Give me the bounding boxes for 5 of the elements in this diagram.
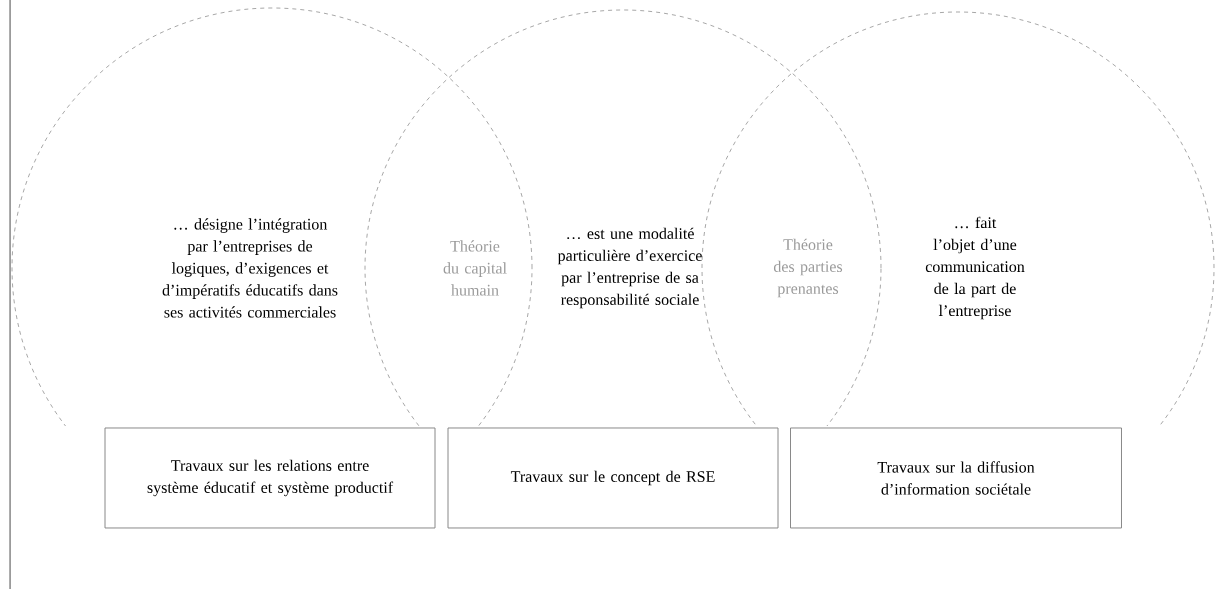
theory-label: Théorie des parties prenantes: [773, 238, 843, 298]
theory-label: Théorie du capital humain: [443, 240, 507, 296]
text-box: Travaux sur les relations entre système éducatif et système productif: [104, 427, 436, 529]
text-box: Travaux sur le concept de RSE: [447, 427, 779, 529]
text-box: Travaux sur la diffusion d’information sociétale: [790, 427, 1122, 529]
